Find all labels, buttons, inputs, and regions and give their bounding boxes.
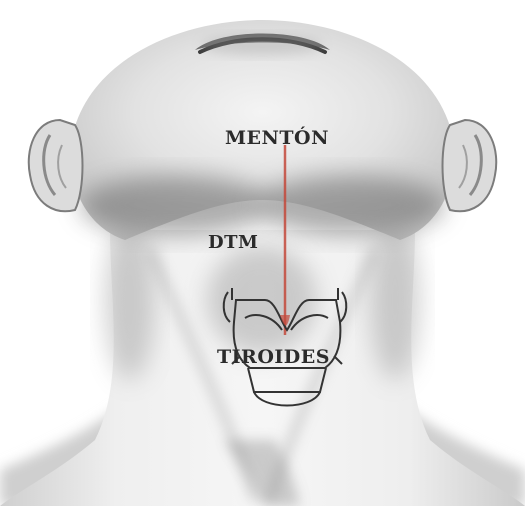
- label-dtm: DTM: [208, 232, 258, 253]
- label-menton: MENTÓN: [225, 127, 329, 149]
- label-tiroides: TIROIDES: [217, 346, 330, 368]
